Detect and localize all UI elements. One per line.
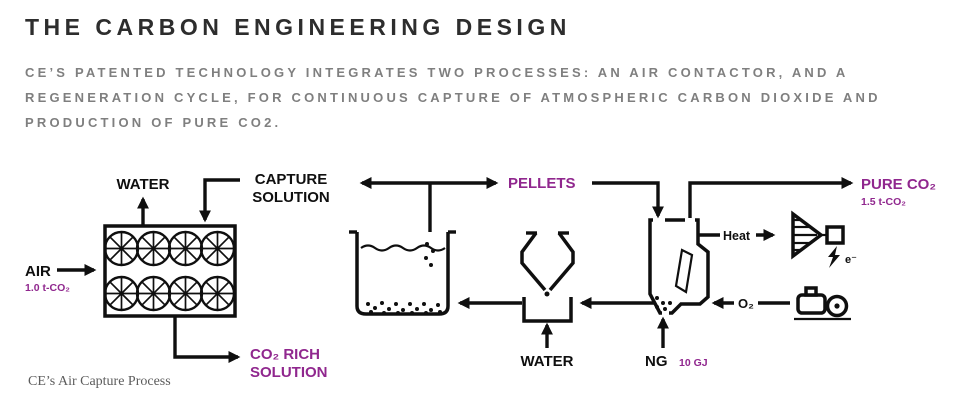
- air-contactor: [103, 224, 237, 318]
- pellet-dots: [366, 242, 672, 315]
- flow-arrows: [57, 177, 854, 363]
- label-air: AIR: [25, 263, 51, 280]
- label-electron: e⁻: [845, 254, 857, 266]
- pellet-slaker: [520, 231, 575, 323]
- slaker-cup: [522, 297, 573, 323]
- page-title: THE CARBON ENGINEERING DESIGN: [25, 14, 571, 40]
- label-capture-solution-2: SOLUTION: [252, 189, 330, 206]
- label-air-amount: 1.0 t-CO₂: [25, 282, 70, 294]
- arrow-capture-solution-to-contactor: [199, 178, 240, 223]
- label-capture-solution-1: CAPTURE: [255, 171, 328, 188]
- label-pure-co2: PURE CO₂: [861, 176, 936, 193]
- oxygen-plant-icon: [794, 286, 851, 321]
- label-co2-rich-2: SOLUTION: [250, 364, 328, 381]
- pellet-reactor: [349, 230, 456, 316]
- calciner-riser: [674, 248, 694, 294]
- arrow-pellets-to-calciner: [592, 181, 664, 219]
- label-pellets: PELLETS: [508, 175, 576, 192]
- page-description: CE’S PATENTED TECHNOLOGY INTEGRATES TWO …: [25, 65, 881, 130]
- diagram-caption: CE’s Air Capture Process: [28, 374, 171, 389]
- air-capture-diagram-svg: AIR 1.0 t-CO₂ WATER CAPTURE SOLUTION PEL…: [25, 171, 936, 381]
- label-water-top: WATER: [116, 176, 169, 193]
- turbine-generator: [791, 210, 845, 268]
- label-oxygen: O₂: [738, 296, 754, 311]
- label-co2-rich-1: CO₂ RICH: [250, 346, 320, 363]
- arrow-pure-co2-out: [688, 177, 854, 218]
- generator-icon: [825, 225, 845, 245]
- label-ng-amount: 10 GJ: [679, 357, 708, 369]
- label-heat: Heat: [723, 229, 751, 243]
- process-diagram: AIR 1.0 t-CO₂ WATER CAPTURE SOLUTION PEL…: [0, 156, 968, 406]
- label-water-bottom: WATER: [520, 353, 573, 370]
- arrow-co2-rich-solution: [173, 316, 241, 363]
- lightning-icon: [828, 246, 840, 268]
- label-pure-co2-amount: 1.5 t-CO₂: [861, 196, 906, 208]
- label-ng: NG: [645, 353, 668, 370]
